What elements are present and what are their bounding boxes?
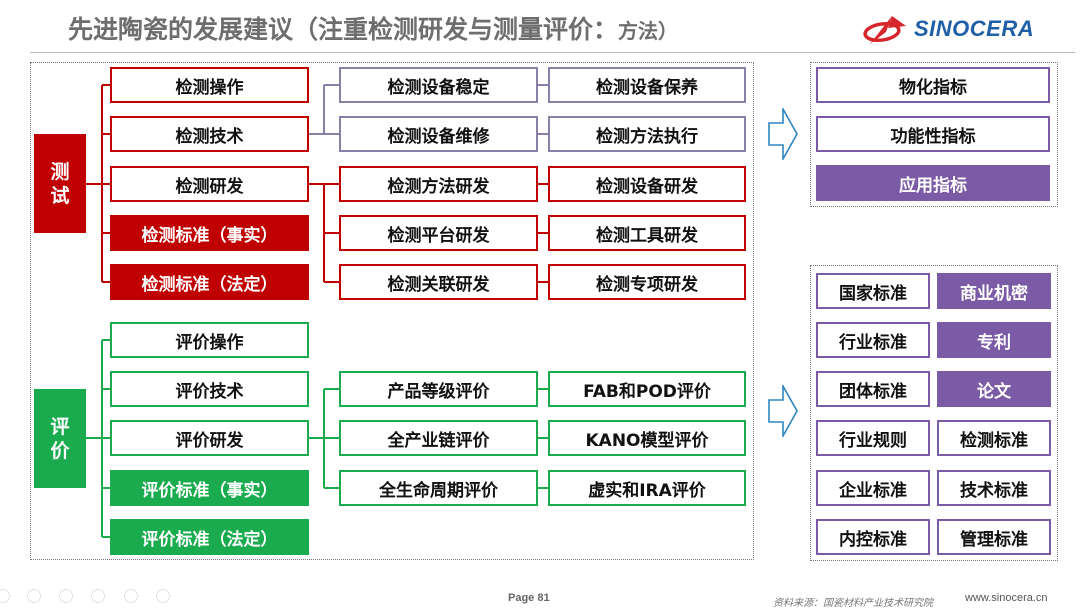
eval-branch-technique: 评价技术	[110, 371, 309, 407]
indicator-application: 应用指标	[816, 165, 1050, 201]
standard-right-4: 检测标准	[937, 420, 1051, 456]
methods-frame	[30, 62, 754, 560]
eval-branch-standard-fact: 评价标准（事实）	[110, 470, 309, 506]
test-branch-standard-legal: 检测标准（法定）	[110, 264, 309, 300]
standard-left-3: 团体标准	[816, 371, 930, 407]
toolbar-pen-icon[interactable]	[59, 589, 73, 603]
test-rd-right-1: 检测设备研发	[548, 166, 746, 202]
title-divider	[30, 52, 1075, 53]
standard-right-1: 商业机密	[937, 273, 1051, 309]
logo-text: SINOCERA	[914, 16, 1035, 41]
standard-right-6: 管理标准	[937, 519, 1051, 555]
test-branch-rd: 检测研发	[110, 166, 309, 202]
title-main: 先进陶瓷的发展建议（注重检测研发与测量评价：	[68, 15, 619, 44]
indicators-frame	[810, 62, 1058, 207]
standard-left-6: 内控标准	[816, 519, 930, 555]
page-title: 先进陶瓷的发展建议（注重检测研发与测量评价：方法）	[68, 10, 678, 46]
eval-branch-standard-legal: 评价标准（法定）	[110, 519, 309, 555]
standard-left-4: 行业规则	[816, 420, 930, 456]
toolbar-more-icon[interactable]	[156, 589, 170, 603]
test-root: 测 试	[34, 134, 86, 233]
standards-frame	[810, 265, 1058, 561]
sinocera-logo: SINOCERA	[862, 12, 1034, 46]
eval-rd-right-1: FAB和POD评价	[548, 371, 746, 407]
eval-branch-rd: 评价研发	[110, 420, 309, 456]
eval-rd-left-2: 全产业链评价	[339, 420, 538, 456]
standard-left-1: 国家标准	[816, 273, 930, 309]
eval-tree-lines	[86, 339, 548, 538]
test-branch-technique: 检测技术	[110, 116, 309, 152]
device-item-left-1: 检测设备稳定	[339, 67, 538, 103]
test-root-char-1: 测	[50, 160, 70, 183]
right-arrow-icon	[768, 385, 798, 437]
test-branch-operation: 检测操作	[110, 67, 309, 103]
test-rd-left-2: 检测平台研发	[339, 215, 538, 251]
device-tree-lines	[308, 84, 548, 135]
eval-rd-right-2: KANO模型评价	[548, 420, 746, 456]
right-arrow-icon	[768, 108, 798, 160]
source-note: 资料来源：国瓷材料产业技术研究院	[773, 598, 933, 609]
eval-root-char-1: 评	[50, 415, 70, 438]
device-item-left-2: 检测设备维修	[339, 116, 538, 152]
device-item-right-1: 检测设备保养	[548, 67, 746, 103]
standard-left-2: 行业标准	[816, 322, 930, 358]
indicator-functional: 功能性指标	[816, 116, 1050, 152]
test-branch-standard-fact: 检测标准（事实）	[110, 215, 309, 251]
standard-right-2: 专利	[937, 322, 1051, 358]
toolbar-prev-icon[interactable]	[0, 589, 10, 603]
eval-rd-right-3: 虚实和IRA评价	[548, 470, 746, 506]
eval-root-char-2: 价	[50, 439, 70, 462]
test-rd-left-3: 检测关联研发	[339, 264, 538, 300]
test-rd-right-2: 检测工具研发	[548, 215, 746, 251]
toolbar-slides-icon[interactable]	[91, 589, 105, 603]
website-link[interactable]: www.sinocera.cn	[965, 592, 1048, 604]
device-item-right-2: 检测方法执行	[548, 116, 746, 152]
indicator-physchem: 物化指标	[816, 67, 1050, 103]
eval-rd-left-1: 产品等级评价	[339, 371, 538, 407]
test-tree-lines	[86, 84, 548, 283]
standard-left-5: 企业标准	[816, 470, 930, 506]
page-number: Page 81	[508, 592, 550, 604]
standard-right-3: 论文	[937, 371, 1051, 407]
eval-rd-left-3: 全生命周期评价	[339, 470, 538, 506]
standard-right-5: 技术标准	[937, 470, 1051, 506]
title-tail: 方法）	[618, 19, 679, 43]
test-rd-left-1: 检测方法研发	[339, 166, 538, 202]
sinocera-logo-icon	[863, 16, 906, 44]
toolbar-zoom-icon[interactable]	[124, 589, 138, 603]
eval-branch-operation: 评价操作	[110, 322, 309, 358]
test-rd-right-3: 检测专项研发	[548, 264, 746, 300]
eval-root: 评 价	[34, 389, 86, 488]
test-root-char-2: 试	[50, 184, 70, 207]
toolbar-next-icon[interactable]	[27, 589, 41, 603]
